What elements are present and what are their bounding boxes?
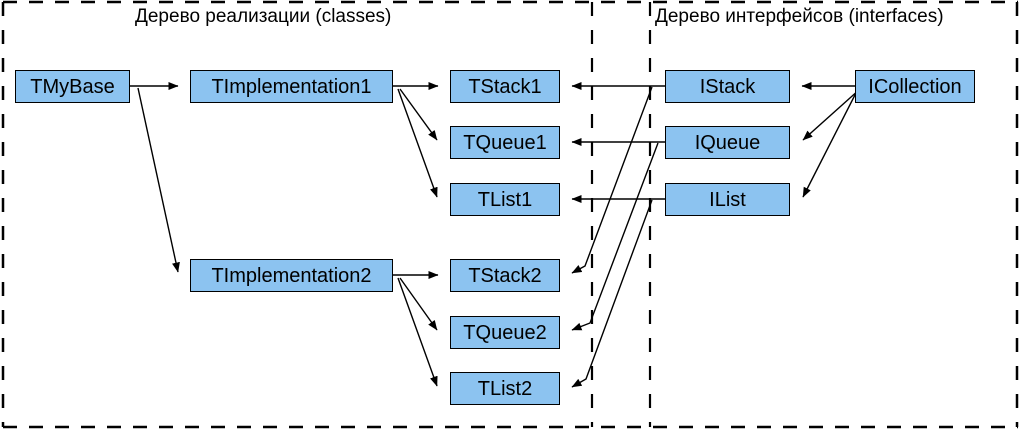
node-ilist[interactable]: IList xyxy=(665,183,790,216)
edge-timplementation1-tqueue1 xyxy=(399,88,438,141)
panel-title-interfaces: Дерево интерфейсов (interfaces) xyxy=(655,6,944,27)
edge-timplementation1-tlist1 xyxy=(397,88,438,198)
edge-istack-tstack2 xyxy=(571,86,653,274)
node-tmybase[interactable]: TMyBase xyxy=(15,70,130,103)
node-icollection[interactable]: ICollection xyxy=(855,70,975,103)
edge-tmybase-timplementation2 xyxy=(137,87,180,273)
edge-iqueue-tqueue2 xyxy=(571,142,659,331)
node-tlist1[interactable]: TList1 xyxy=(450,183,560,216)
node-tqueue1[interactable]: TQueue1 xyxy=(450,126,560,159)
panel-title-classes: Дерево реализации (classes) xyxy=(135,6,392,27)
node-tqueue2[interactable]: TQueue2 xyxy=(450,316,560,349)
edge-icollection-iqueue xyxy=(802,88,861,141)
node-timplementation2[interactable]: TImplementation2 xyxy=(190,259,393,292)
edge-timplementation2-tqueue2 xyxy=(399,277,438,331)
node-tstack1[interactable]: TStack1 xyxy=(450,70,560,103)
node-iqueue[interactable]: IQueue xyxy=(665,126,790,159)
edge-ilist-tlist2 xyxy=(571,199,653,388)
node-timplementation1[interactable]: TImplementation1 xyxy=(190,70,393,103)
edge-group-interfaces xyxy=(801,82,861,198)
node-tstack2[interactable]: TStack2 xyxy=(450,259,560,292)
node-tlist2[interactable]: TList2 xyxy=(450,372,560,405)
edge-group-implements-1 xyxy=(571,82,665,203)
edge-icollection-ilist xyxy=(802,88,859,198)
edge-timplementation2-tlist2 xyxy=(397,277,438,387)
edge-group-classes xyxy=(130,82,439,387)
node-istack[interactable]: IStack xyxy=(665,70,790,103)
edge-group-implements-2 xyxy=(571,86,659,388)
